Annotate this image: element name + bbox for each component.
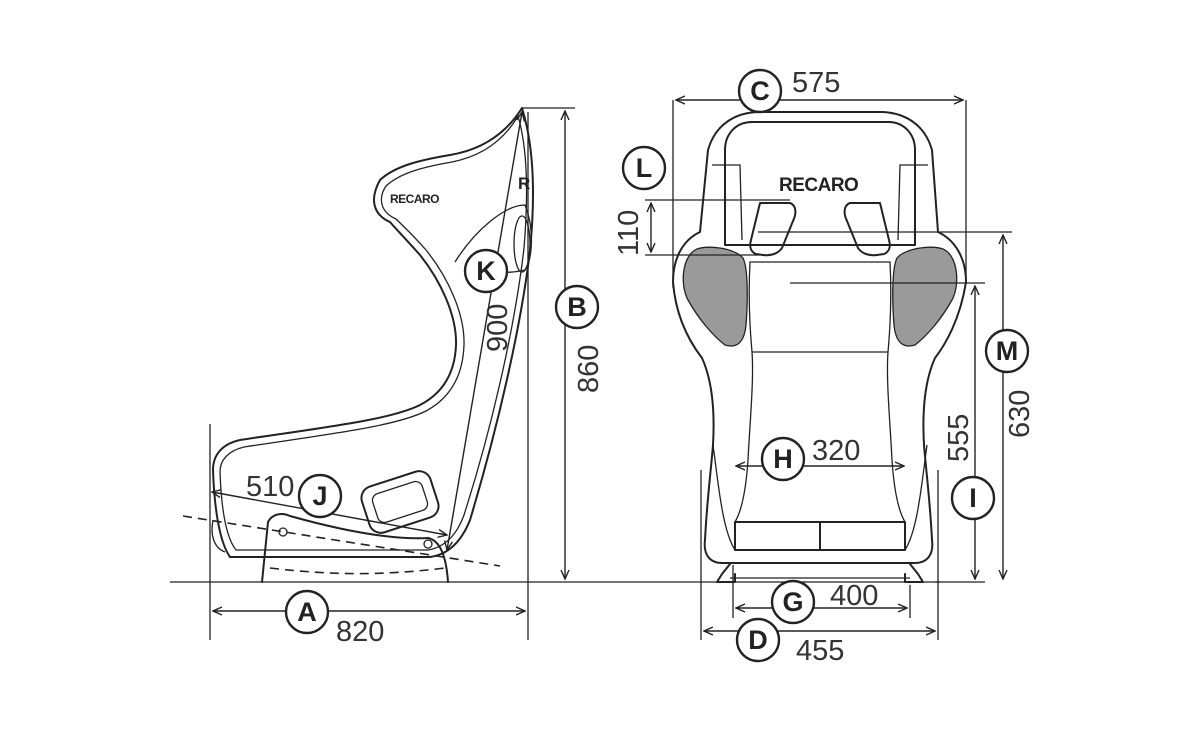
dimension-c-value: 575 xyxy=(792,67,840,99)
side-belt-slot-inner xyxy=(371,480,429,524)
front-shoulder-pad-right xyxy=(892,246,958,347)
front-backrest-inner xyxy=(733,261,907,523)
dimension-k-badge: K xyxy=(463,248,509,294)
side-rail-dashed xyxy=(269,567,446,575)
front-foot-left xyxy=(716,563,736,583)
dimension-a-value: 820 xyxy=(336,616,384,648)
dimension-l-badge: L xyxy=(621,145,667,191)
dimension-d-value: 455 xyxy=(796,635,844,667)
front-headrest-left-wing xyxy=(712,164,743,241)
dimension-g-badge: G xyxy=(770,579,816,625)
dimension-h-value: 320 xyxy=(812,435,860,467)
side-logo: RECARO xyxy=(390,192,439,206)
svg-text:A: A xyxy=(297,597,317,627)
dimension-b-value: 860 xyxy=(573,345,605,393)
dimension-l-value: 110 xyxy=(613,210,645,256)
front-logo: RECARO xyxy=(779,175,858,196)
svg-text:H: H xyxy=(773,444,793,474)
dimension-k-value: 900 xyxy=(482,304,514,352)
front-foot-right xyxy=(904,563,924,583)
side-logo-partial: R xyxy=(518,174,530,193)
front-harness-hole-left xyxy=(749,202,797,257)
svg-text:B: B xyxy=(567,292,587,322)
dimension-a-badge: A xyxy=(284,589,330,635)
bracket-bolt-front xyxy=(423,539,433,549)
front-harness-hole-right xyxy=(843,202,891,257)
front-shoulder-pad-left xyxy=(682,246,748,347)
front-view: C 575 L 110 H 320 G 400 D 455 xyxy=(613,67,1036,667)
front-headrest-right-wing xyxy=(897,164,928,241)
svg-text:L: L xyxy=(636,153,653,183)
dimension-k-line xyxy=(447,112,522,550)
svg-text:M: M xyxy=(996,336,1019,366)
svg-text:K: K xyxy=(476,256,496,286)
front-seat-cushion-left xyxy=(734,521,821,551)
dimension-d-badge: D xyxy=(735,617,781,663)
dimension-j-badge: J xyxy=(297,473,343,519)
svg-text:D: D xyxy=(748,625,768,655)
svg-text:I: I xyxy=(969,483,977,513)
side-view: 900 K 510 J A 820 B 860 RECARO R xyxy=(170,107,940,648)
dimension-c-badge: C xyxy=(737,68,783,114)
dimension-i-badge: I xyxy=(950,475,996,521)
side-mounting-bracket xyxy=(261,513,449,583)
svg-text:G: G xyxy=(782,587,803,617)
front-seat-cushion-right xyxy=(819,521,906,551)
dimension-h-badge: H xyxy=(760,436,806,482)
front-seat-rim xyxy=(712,444,928,551)
front-headrest xyxy=(724,121,916,246)
dimension-b-badge: B xyxy=(554,284,600,330)
dimension-m-badge: M xyxy=(984,328,1030,374)
svg-text:J: J xyxy=(312,481,327,511)
svg-text:C: C xyxy=(750,76,770,106)
front-seat-shell-outline xyxy=(672,111,967,564)
dimension-i-value: 555 xyxy=(943,414,975,462)
dimension-g-value: 400 xyxy=(830,580,878,612)
dimension-j-value: 510 xyxy=(246,471,294,503)
dimension-m-value: 630 xyxy=(1004,390,1036,438)
